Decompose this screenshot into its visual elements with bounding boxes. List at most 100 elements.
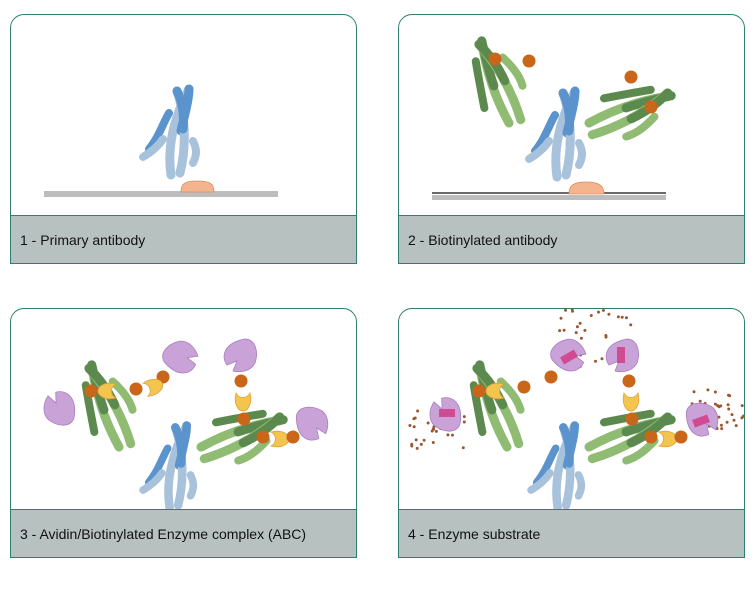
primary-antibody [529,91,582,177]
enzyme [605,338,639,373]
substrate-dot [451,433,454,437]
biotin [624,70,638,84]
substrate-dot [431,441,435,444]
biotin [644,430,658,444]
substrate-dot [713,402,717,406]
substrate-dot [578,321,582,325]
substrate-dot [706,388,710,392]
substrate-dot [725,420,729,424]
secondary-antibody-left [458,33,536,132]
substrate-dot [692,390,696,394]
substrate-dot [462,415,466,419]
substrate-dot [408,424,412,427]
substrate-dot [461,446,465,450]
substrate-dot [597,310,600,314]
biotin [488,52,502,66]
primary-antibody-diagram [44,15,278,197]
substrate-dot [607,312,611,316]
biotin [517,380,531,394]
primary-antibody [143,89,196,175]
substrate-dot [583,328,587,332]
secondary-antibody-right [580,72,679,150]
substrate-dot [713,390,717,394]
biotinylated-antibody-diagram [432,15,745,200]
caption: 2 - Biotinylated antibody [399,215,744,263]
substrate-dot [412,425,416,429]
substrate-dot [579,336,583,340]
tissue-surface [44,191,278,197]
substrate-dot [562,328,566,332]
biotin [129,382,143,396]
primary-antibody [531,426,581,508]
panel-1-primary-antibody: 1 - Primary antibody [10,14,357,264]
biotin [625,412,639,426]
substrate-dot [426,421,430,425]
substrate-dot [719,423,723,427]
biotin [622,374,636,388]
substrate-dot [414,438,418,442]
substrate-dot [730,413,734,417]
enzyme [38,386,82,430]
biotin [674,430,688,444]
secondary-antibody-left [456,357,534,456]
substrate-dot [732,418,736,422]
substrate-dot [564,309,567,312]
avidin [234,392,252,412]
biotin [237,412,251,426]
enzyme [545,333,592,379]
biotin [234,374,248,388]
panel-2-biotinylated-antibody: 2 - Biotinylated antibody [398,14,745,264]
substrate-dot [419,442,423,446]
biotin [522,54,536,68]
antigen [568,181,605,195]
substrate-dot [415,446,419,450]
substrate-dot [620,315,624,319]
antigen [180,180,215,193]
substrate-dot [717,405,721,409]
biotin [544,370,558,384]
substrate-dot [604,335,608,339]
substrate-dot [727,407,731,411]
caption: 3 - Avidin/Biotinylated Enzyme complex (… [11,509,356,557]
substrate-dot [410,444,414,448]
substrate-dot [601,309,605,312]
substrate-dot [434,429,438,433]
substrate-dot [446,433,450,437]
biotin [472,384,486,398]
abc-complex-diagram [38,335,331,511]
avidin [270,430,290,448]
substrate-dot [600,357,604,361]
substrate-dot [740,416,744,420]
substrate-dot [594,359,597,363]
panel-3-abc-complex: 3 - Avidin/Biotinylated Enzyme complex (… [10,308,357,558]
substrate-dot [698,399,702,403]
substrate-dot [625,316,628,320]
substrate-dot [574,331,578,335]
panel-4-enzyme-substrate: 4 - Enzyme substrate [398,308,745,558]
enzyme [223,338,257,373]
substrate-dot [462,420,466,424]
substrate-dot [726,403,730,407]
substrate-dot [734,424,738,428]
avidin [622,392,640,412]
substrate-dot [720,427,724,431]
tissue-surface [432,195,666,200]
caption: 4 - Enzyme substrate [399,509,744,557]
primary-antibody [143,426,193,508]
substrate-dot [740,404,744,408]
enzyme [424,392,468,436]
substrate-dot [589,314,593,317]
substrate-dot [559,316,563,320]
substrate-dot [717,415,721,419]
substrate-dot [416,409,420,413]
substrate-dot [629,323,633,327]
substrate-dot [558,329,562,333]
substrate-dot [728,394,732,398]
substrate-dot [422,438,426,442]
secondary-antibody-left [68,357,146,456]
substrate-dot [575,325,579,329]
substrate-dot [570,309,574,311]
biotin [84,384,98,398]
biotin [644,100,658,114]
substrate-dot [413,416,417,420]
